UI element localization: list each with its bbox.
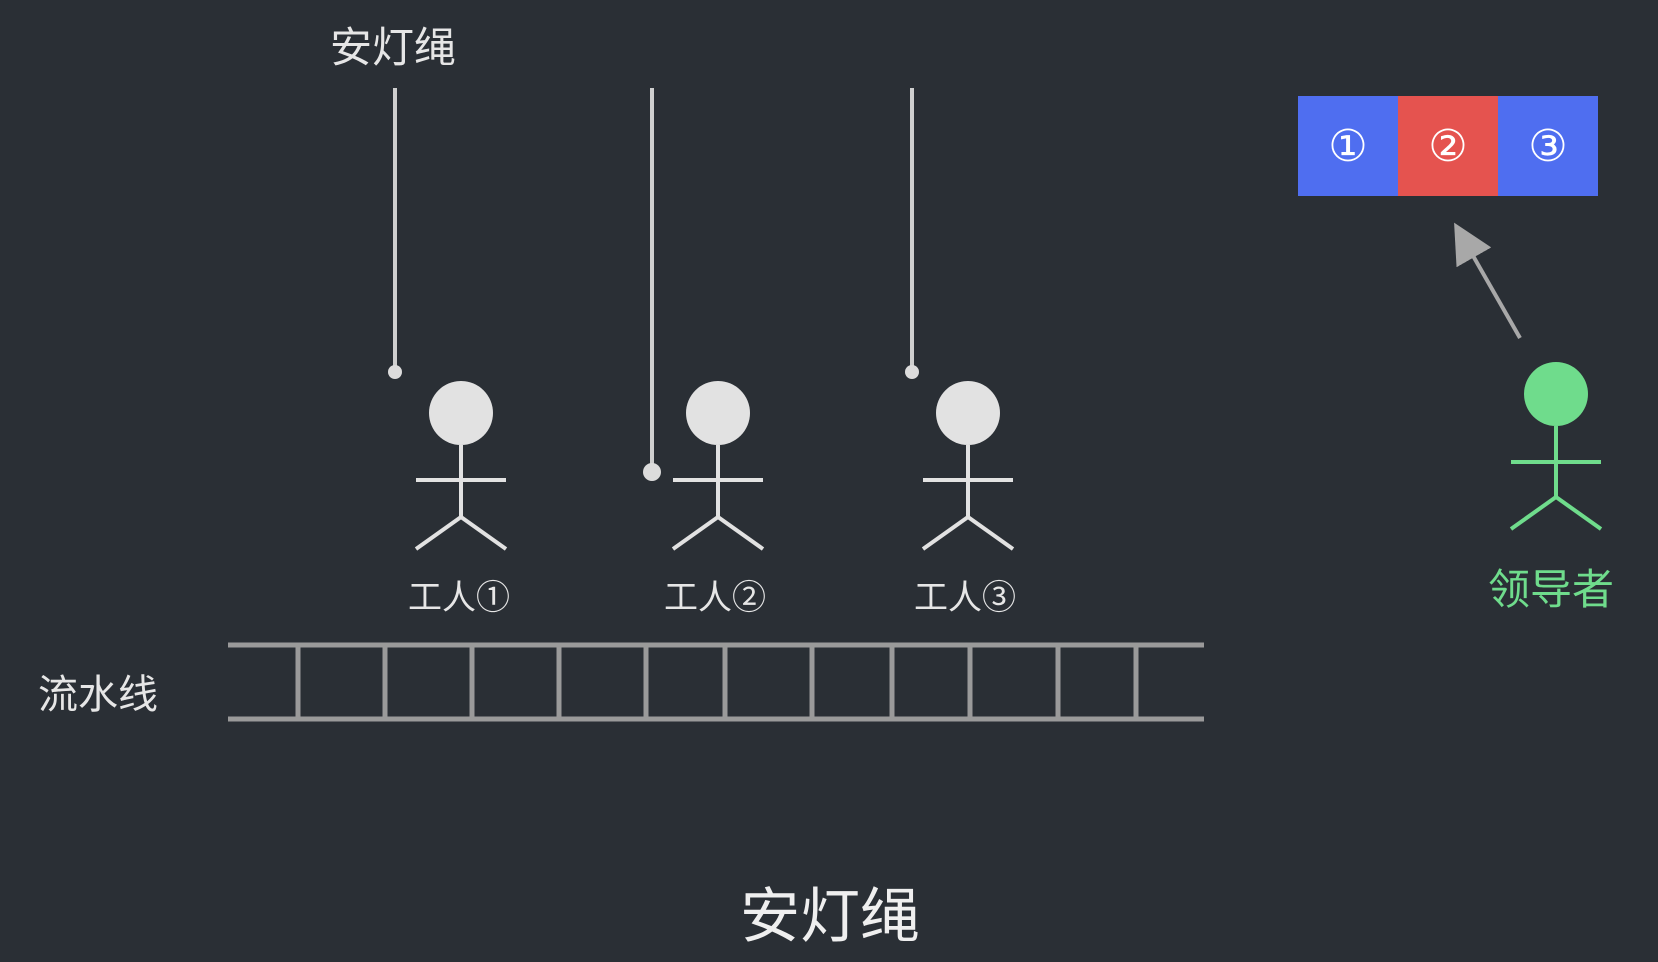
leader-figure [1509, 362, 1603, 531]
pipeline-label: 流水线 [38, 672, 158, 718]
andon-rope-3[interactable] [905, 88, 919, 379]
andon-rope-1[interactable] [388, 88, 402, 379]
leader-to-queue-arrow [1454, 222, 1522, 339]
worker-3-label: 工人③ [914, 578, 1016, 618]
worker-1-label: 工人① [408, 578, 510, 618]
caption: 安灯绳 [740, 882, 920, 952]
andon-rope-2[interactable] [643, 88, 661, 481]
task-queue: ① ② ③ [1298, 96, 1598, 196]
worker-2-figure [671, 381, 765, 551]
pipeline-track [228, 642, 1204, 722]
queue-cell-3[interactable]: ③ [1498, 96, 1598, 196]
andon-cord-title: 安灯绳 [330, 23, 457, 72]
worker-2-label: 工人② [664, 578, 766, 618]
leader-label: 领导者 [1488, 565, 1615, 614]
queue-cell-1[interactable]: ① [1298, 96, 1398, 196]
worker-3-figure [921, 381, 1015, 551]
queue-cell-2[interactable]: ② [1398, 96, 1498, 196]
worker-1-figure [414, 381, 508, 551]
